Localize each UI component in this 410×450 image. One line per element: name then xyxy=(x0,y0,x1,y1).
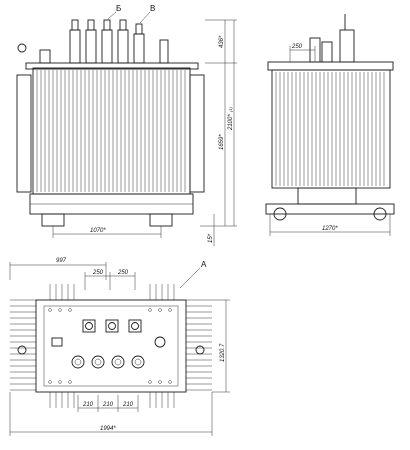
callout-a: A xyxy=(201,260,207,269)
plan-lifting-eye-right xyxy=(195,345,205,355)
front-wheel-right xyxy=(149,213,173,227)
side-dim-offset: 250 xyxy=(291,44,303,50)
front-view: Б В 436* 1659* 2100* (1) 15* 1070* xyxy=(16,4,237,246)
side-conservator xyxy=(339,29,355,63)
callout-v: В xyxy=(150,4,155,13)
dim-base: 15* xyxy=(208,233,214,243)
plan-dim-210-b: 210 xyxy=(102,402,114,408)
side-wheel-left xyxy=(273,207,287,221)
dim-height-total-sup: (1) xyxy=(228,106,233,112)
plan-hv-bushings xyxy=(82,319,142,333)
front-bushings xyxy=(69,19,145,64)
front-fins xyxy=(36,70,186,192)
dim-front-wheel-track: 1070* xyxy=(90,228,106,234)
side-cover xyxy=(267,61,394,71)
plan-oil-indicator xyxy=(51,337,63,347)
front-radiator-left xyxy=(16,74,32,193)
plan-dim-997: 997 xyxy=(56,258,67,264)
plan-dim-210-c: 210 xyxy=(122,402,134,408)
plan-cover-plate xyxy=(43,305,179,387)
plan-dim-depth: 1320.7 xyxy=(220,343,226,362)
side-wheel-right xyxy=(373,207,387,221)
plan-lifting-eye-left xyxy=(17,345,27,355)
plan-dim-210-a: 210 xyxy=(82,402,94,408)
side-fins xyxy=(275,72,385,186)
callout-b: Б xyxy=(116,4,121,13)
plan-tank-outline xyxy=(35,299,187,393)
side-skid xyxy=(265,203,395,215)
front-lifting-eye xyxy=(17,43,27,53)
dim-height-body: 1659* xyxy=(219,134,225,150)
dim-height-top: 436* xyxy=(219,35,225,48)
plan-fins-bottom xyxy=(49,392,175,408)
plan-dim-250-a: 250 xyxy=(92,270,104,276)
plan-tap-changer xyxy=(154,336,166,348)
plan-view: 997 250 250 A xyxy=(9,258,230,436)
side-tank-body xyxy=(271,69,391,189)
plan-bolts xyxy=(48,308,172,384)
plan-fins-right xyxy=(186,299,212,391)
plan-lv-bushings xyxy=(71,355,145,369)
side-view: 250 1270* xyxy=(265,14,395,236)
side-base xyxy=(297,187,357,205)
front-tap-changer xyxy=(159,39,169,64)
side-bushing-2 xyxy=(321,41,333,63)
plan-fins-top xyxy=(49,284,175,300)
dim-height-total: 2100* xyxy=(228,114,234,131)
front-oil-indicator xyxy=(39,49,51,64)
front-radiator-right xyxy=(189,74,205,193)
plan-fins-left xyxy=(10,299,36,391)
plan-dim-250-b: 250 xyxy=(117,270,129,276)
side-dim-wheel-track: 1270* xyxy=(322,226,338,232)
front-wheel-left xyxy=(41,213,65,227)
front-tank-body xyxy=(32,67,191,195)
plan-dim-width: 1994* xyxy=(100,426,116,432)
